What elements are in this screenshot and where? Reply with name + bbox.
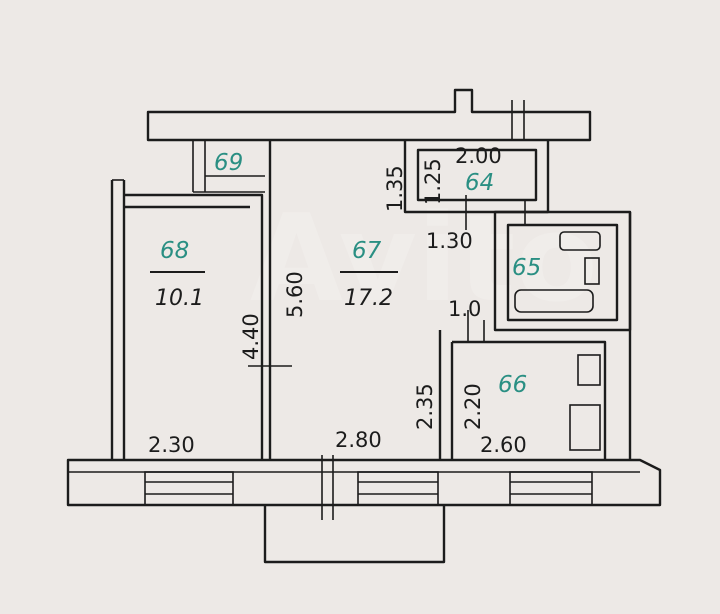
dim-1-35: 1.35 — [383, 165, 407, 212]
dim-2-60: 2.60 — [480, 433, 527, 457]
dim-1-0: 1.0 — [448, 297, 481, 321]
dim-2-80: 2.80 — [335, 428, 382, 452]
dim-2-35: 2.35 — [413, 383, 437, 430]
dim-1-30: 1.30 — [426, 229, 473, 253]
room-67-number: 67 — [352, 238, 382, 264]
room-65-number: 65 — [512, 255, 541, 281]
dim-4-40: 4.40 — [239, 313, 263, 360]
dim-2-00: 2.00 — [455, 144, 502, 168]
room-66-number: 66 — [498, 372, 527, 398]
dim-1-25: 1.25 — [421, 158, 445, 205]
dim-2-30: 2.30 — [148, 433, 195, 457]
room-67-area: 17.2 — [344, 286, 393, 311]
dim-2-20: 2.20 — [461, 383, 485, 430]
room-68-area: 10.1 — [155, 286, 204, 311]
room-64-number: 64 — [465, 170, 494, 196]
walls — [66, 88, 662, 564]
room-68-number: 68 — [160, 238, 189, 264]
dim-5-60: 5.60 — [283, 271, 307, 318]
room-69-number: 69 — [214, 150, 243, 176]
